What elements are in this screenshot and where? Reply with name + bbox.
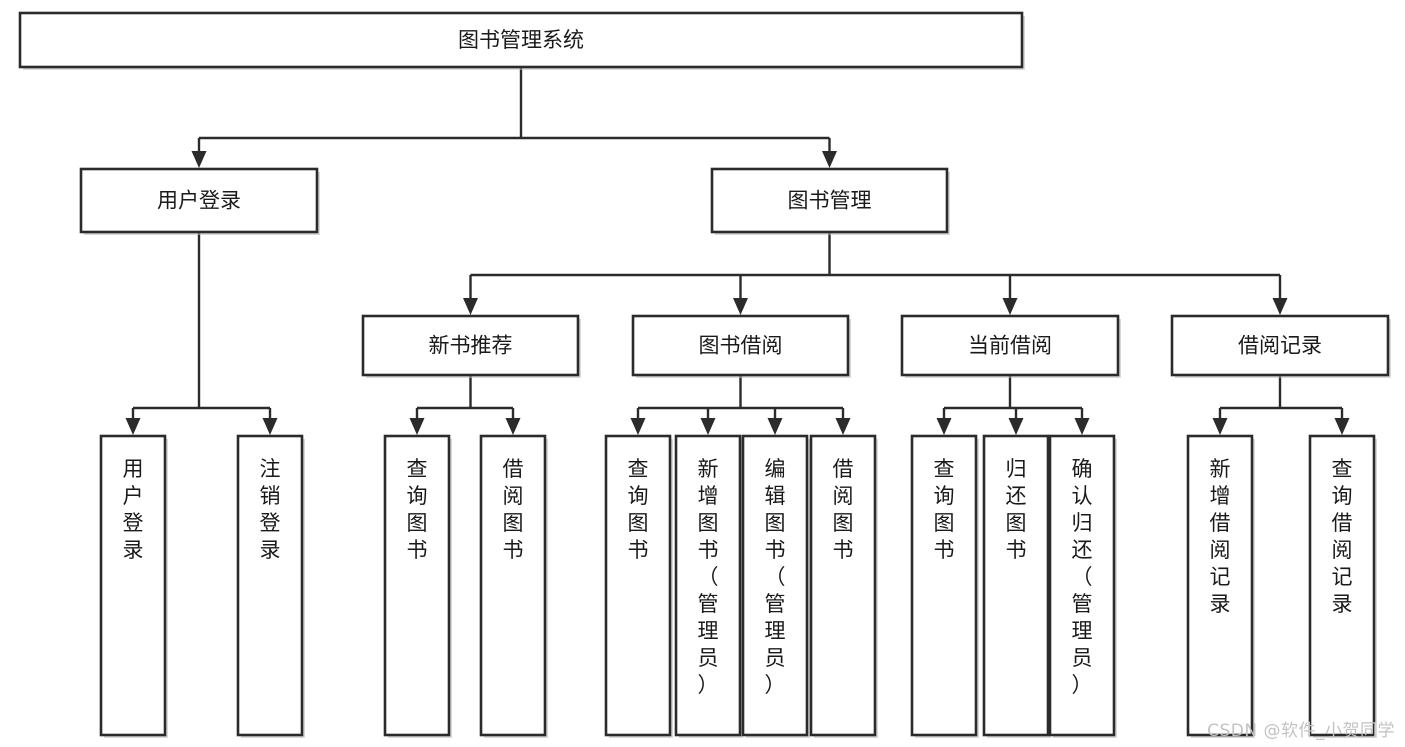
- node-label: 确认归还（管理员）: [1072, 457, 1093, 697]
- node-layer: 图书管理系统用户登录图书管理新书推荐图书借阅当前借阅借阅记录用户登录注销登录查询…: [18, 11, 1391, 738]
- node-label: 当前借阅: [968, 334, 1052, 358]
- node-查询图书[interactable]: 查询图书: [604, 434, 673, 738]
- node-label: 编辑图书（管理员）: [765, 457, 786, 697]
- node-编辑图书管理员[interactable]: 编辑图书（管理员）: [741, 434, 810, 738]
- node-rect[interactable]: [18, 11, 1024, 69]
- node-label: 查询图书: [628, 457, 649, 562]
- node-注销登录[interactable]: 注销登录: [236, 434, 305, 738]
- node-label: 查询图书: [407, 457, 428, 562]
- node-label: 新书推荐: [429, 334, 513, 358]
- node-rect[interactable]: [361, 314, 580, 377]
- node-归还图书[interactable]: 归还图书: [982, 434, 1051, 738]
- arrow-head-icon: [1074, 418, 1090, 435]
- arrow-head-icon: [700, 418, 716, 435]
- node-rect[interactable]: [982, 434, 1050, 737]
- arrow-head-icon: [463, 298, 478, 315]
- connector-layer: [125, 67, 1350, 435]
- node-新增图书管理员[interactable]: 新增图书（管理员）: [674, 434, 743, 738]
- node-label: 查询借阅记录: [1332, 457, 1353, 616]
- arrow-head-icon: [1002, 298, 1018, 315]
- node-rect[interactable]: [383, 434, 451, 737]
- node-查询借阅记录[interactable]: 查询借阅记录: [1308, 434, 1377, 738]
- node-rect[interactable]: [900, 314, 1120, 377]
- arrow-head-icon: [1334, 418, 1350, 435]
- node-label: 用户登录: [123, 457, 144, 562]
- node-label: 借阅图书: [503, 457, 524, 562]
- node-借阅记录[interactable]: 借阅记录: [1170, 314, 1391, 378]
- node-label: 注销登录: [260, 457, 281, 562]
- arrow-head-icon: [630, 418, 646, 435]
- node-确认归还管理员[interactable]: 确认归还（管理员）: [1048, 434, 1117, 738]
- node-图书管理系统[interactable]: 图书管理系统: [18, 11, 1025, 70]
- node-label: 借阅记录: [1238, 334, 1322, 358]
- node-rect[interactable]: [1170, 314, 1390, 377]
- node-rect[interactable]: [631, 314, 850, 377]
- node-rect[interactable]: [1048, 434, 1116, 737]
- arrow-head-icon: [1212, 418, 1228, 435]
- node-rect[interactable]: [710, 167, 949, 234]
- arrow-head-icon: [822, 151, 837, 168]
- node-rect[interactable]: [79, 167, 319, 234]
- node-label: 新增图书（管理员）: [698, 457, 719, 697]
- node-label: 借阅图书: [833, 457, 854, 562]
- node-rect[interactable]: [479, 434, 547, 737]
- arrow-head-icon: [835, 418, 851, 435]
- node-label: 图书管理: [788, 189, 872, 213]
- node-rect[interactable]: [604, 434, 672, 737]
- node-新增借阅记录[interactable]: 新增借阅记录: [1186, 434, 1255, 738]
- node-图书管理[interactable]: 图书管理: [710, 167, 950, 235]
- arrow-head-icon: [936, 418, 952, 435]
- node-label: 归还图书: [1006, 457, 1027, 562]
- node-rect[interactable]: [809, 434, 877, 737]
- arrow-head-icon: [733, 298, 748, 315]
- node-rect[interactable]: [910, 434, 978, 737]
- arrow-head-icon: [262, 418, 278, 435]
- arrow-head-icon: [409, 418, 425, 435]
- node-借阅图书[interactable]: 借阅图书: [479, 434, 548, 738]
- arrow-head-icon: [505, 418, 521, 435]
- node-label: 新增借阅记录: [1210, 457, 1231, 616]
- arrow-head-icon: [1008, 418, 1024, 435]
- arrow-head-icon: [767, 418, 783, 435]
- node-label: 用户登录: [157, 189, 241, 213]
- node-rect[interactable]: [236, 434, 304, 737]
- node-用户登录[interactable]: 用户登录: [79, 167, 320, 235]
- arrow-head-icon: [1272, 298, 1288, 315]
- node-当前借阅[interactable]: 当前借阅: [900, 314, 1121, 378]
- node-新书推荐[interactable]: 新书推荐: [361, 314, 581, 378]
- node-图书借阅[interactable]: 图书借阅: [631, 314, 851, 378]
- arrow-head-icon: [191, 151, 207, 168]
- node-rect[interactable]: [741, 434, 809, 737]
- node-label: 图书借阅: [699, 334, 783, 358]
- node-用户登录[interactable]: 用户登录: [99, 434, 168, 738]
- node-借阅图书[interactable]: 借阅图书: [809, 434, 878, 738]
- node-rect[interactable]: [1308, 434, 1376, 737]
- node-label: 图书管理系统: [458, 28, 584, 52]
- arrow-head-icon: [125, 418, 141, 435]
- node-查询图书[interactable]: 查询图书: [383, 434, 452, 738]
- node-查询图书[interactable]: 查询图书: [910, 434, 979, 738]
- node-rect[interactable]: [1186, 434, 1254, 737]
- node-label: 查询图书: [934, 457, 955, 562]
- node-rect[interactable]: [674, 434, 742, 737]
- node-rect[interactable]: [99, 434, 167, 737]
